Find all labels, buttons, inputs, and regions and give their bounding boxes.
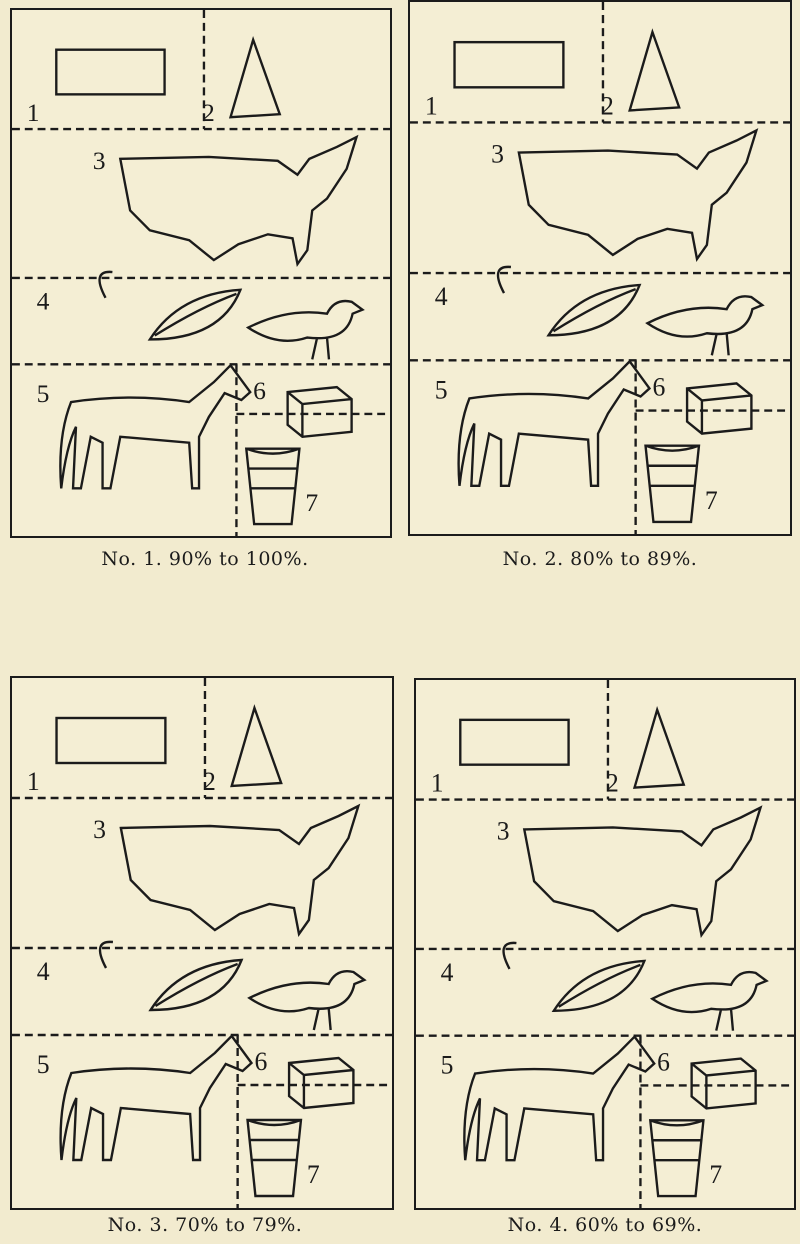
- bird-shape: [645, 295, 765, 356]
- figure-caption: No. 4. 60% to 69%.: [507, 1214, 703, 1236]
- item-number: 2: [606, 768, 619, 797]
- box-shape: [287, 1056, 355, 1110]
- bird-shape: [245, 299, 365, 360]
- triangle-shape: [632, 706, 686, 789]
- bird-shape: [649, 970, 769, 1031]
- item-number: 6: [652, 372, 665, 401]
- item-number: 4: [441, 958, 454, 987]
- horse-shape: [457, 359, 652, 488]
- item-number: 1: [431, 768, 444, 797]
- item-number: 4: [37, 287, 50, 316]
- horse-shape: [59, 363, 252, 490]
- us-map-shape: [522, 805, 763, 938]
- item-number: 4: [435, 282, 448, 311]
- item-number: 2: [203, 767, 216, 796]
- leaf-shape: [546, 283, 642, 337]
- stem-shape: [98, 940, 114, 969]
- drawing-panel-2: 1 2 3 4 5 6 7: [408, 0, 792, 536]
- stem-shape: [502, 941, 517, 970]
- item-number: 6: [254, 1047, 267, 1076]
- stem-shape: [98, 270, 113, 299]
- item-number: 7: [307, 1160, 320, 1189]
- item-number: 1: [425, 91, 438, 120]
- item-number: 7: [709, 1160, 722, 1189]
- item-number: 5: [37, 1050, 50, 1079]
- leaf-shape: [147, 288, 243, 341]
- triangle-shape: [230, 704, 283, 788]
- leaf-shape: [551, 959, 647, 1012]
- basket-shape: [644, 444, 701, 524]
- item-number: 3: [497, 816, 510, 845]
- bird-shape: [247, 970, 367, 1031]
- us-map-shape: [517, 128, 759, 262]
- us-map-shape: [118, 134, 359, 268]
- item-number: 2: [601, 91, 614, 120]
- item-number: 5: [441, 1050, 454, 1079]
- item-number: 3: [491, 139, 504, 168]
- item-number: 7: [705, 486, 718, 515]
- rect-shape: [55, 48, 166, 96]
- figure-caption: No. 1. 90% to 100%.: [101, 548, 309, 570]
- stem-shape: [496, 265, 512, 294]
- triangle-shape: [228, 35, 282, 119]
- basket-shape: [648, 1119, 705, 1198]
- drawing-panel-4: 1 2 3 4 5 6 7: [414, 678, 796, 1210]
- item-number: 5: [435, 375, 448, 404]
- rect-shape: [453, 40, 565, 89]
- drawing-panel-1: 1 2 3 4 5 6 7: [10, 8, 392, 538]
- box-shape: [690, 1057, 757, 1110]
- item-number: 2: [202, 98, 215, 127]
- horse-shape: [463, 1034, 656, 1162]
- leaf-shape: [148, 958, 244, 1012]
- item-number: 1: [27, 767, 40, 796]
- us-map-shape: [119, 803, 361, 937]
- rect-shape: [459, 718, 570, 766]
- box-shape: [286, 385, 353, 438]
- drawing-sketches: 1 2 3 4 5 6 7: [12, 678, 392, 1208]
- basket-shape: [244, 447, 301, 526]
- drawing-panel-3: 1 2 3 4 5 6 7: [10, 676, 394, 1210]
- box-shape: [685, 382, 753, 435]
- item-number: 5: [37, 379, 50, 408]
- item-number: 6: [657, 1047, 670, 1076]
- item-number: 7: [305, 488, 318, 517]
- figure-caption: No. 2. 80% to 89%.: [502, 548, 698, 570]
- item-number: 3: [93, 146, 106, 175]
- basket-shape: [246, 1118, 303, 1198]
- triangle-shape: [628, 28, 681, 112]
- drawing-sketches: 1 2 3 4 5 6 7: [410, 2, 790, 534]
- horse-shape: [59, 1034, 254, 1162]
- drawing-sketches: 1 2 3 4 5 6 7: [12, 10, 390, 536]
- drawing-sketches: 1 2 3 4 5 6 7: [416, 680, 794, 1208]
- item-number: 4: [37, 957, 50, 986]
- rect-shape: [55, 716, 167, 765]
- figure-caption: No. 3. 70% to 79%.: [107, 1214, 303, 1236]
- item-number: 3: [93, 815, 106, 844]
- item-number: 6: [253, 376, 266, 405]
- item-number: 1: [27, 98, 40, 127]
